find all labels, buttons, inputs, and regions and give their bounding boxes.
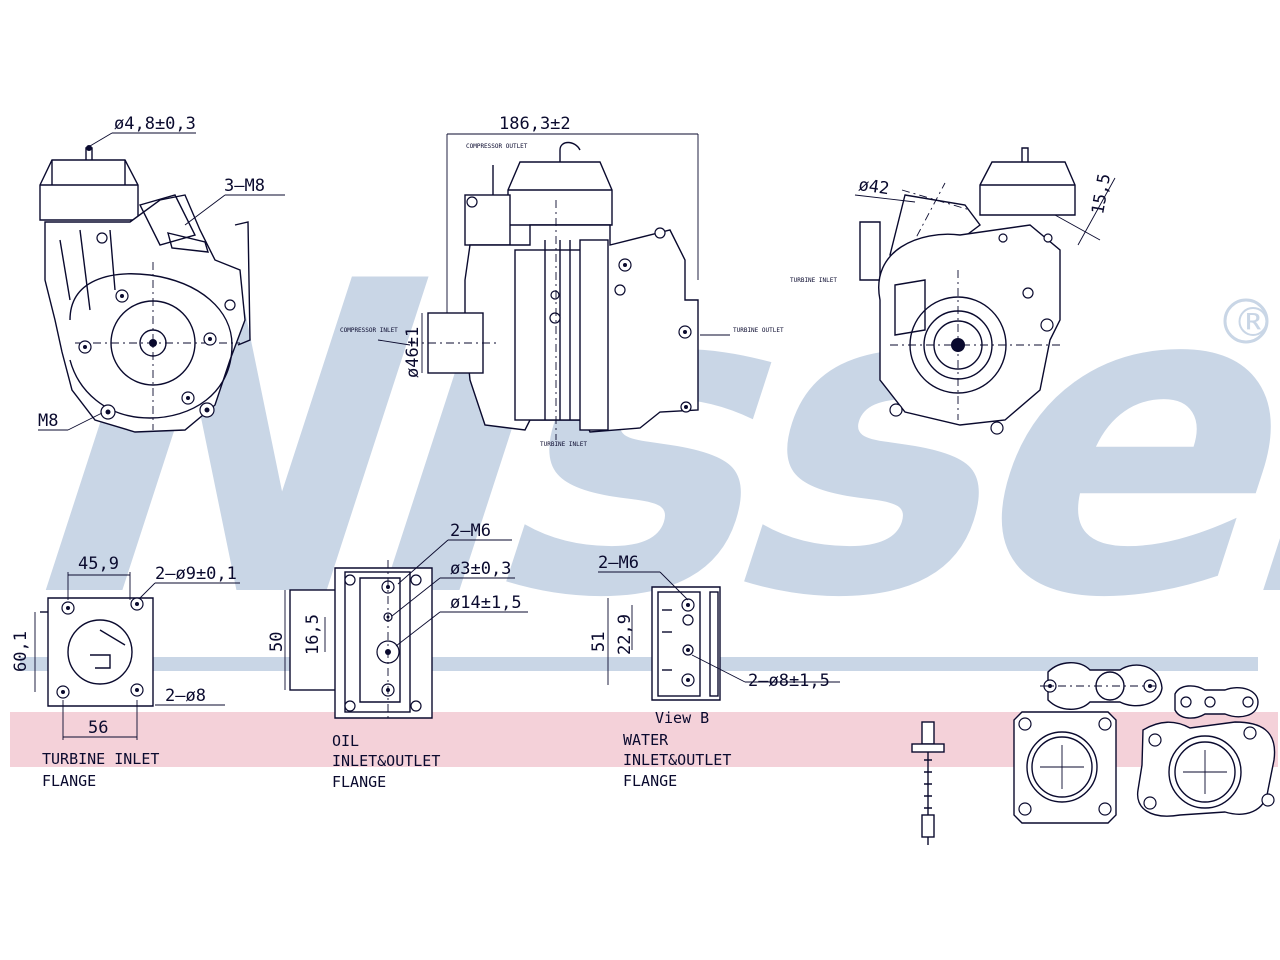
- registered-mark: ®: [1233, 300, 1273, 346]
- label-turbine-outlet: TURBINE OUTLET: [733, 327, 784, 334]
- caption-water-line2: INLET&OUTLET: [623, 751, 731, 769]
- dim-flange-holes: 2–ø9±0,1: [155, 564, 237, 584]
- dim-flange-top-width: 45,9: [78, 554, 119, 574]
- left-view: ø4,8±0,3 3–M8 M8: [38, 114, 285, 433]
- dim-water-outer-height: 51: [589, 632, 609, 652]
- label-compressor-outlet-top: COMPRESSOR OUTLET: [466, 143, 528, 150]
- dim-overall-width: 186,3±2: [499, 114, 571, 134]
- label-turbine-inlet-right: TURBINE INLET: [790, 277, 837, 284]
- dim-water-holes: 2–ø8±1,5: [748, 671, 830, 691]
- dim-oil-outer-height: 50: [267, 632, 287, 652]
- dim-oil-small-hole: ø3±0,3: [450, 559, 511, 579]
- water-view-label: View B: [655, 709, 709, 727]
- middle-view: 186,3±2 ø46±1 COMPRESSOR OUTLET COMPRESS…: [340, 114, 784, 448]
- caption-oil-line3: FLANGE: [332, 773, 386, 791]
- registered-mark-ring: [1223, 298, 1269, 344]
- caption-turbine-inlet-line2: FLANGE: [42, 772, 96, 790]
- kit-parts: [911, 662, 1276, 845]
- dim-oil-inner-height: 16,5: [303, 614, 323, 655]
- dim-inlet-dia: ø42: [857, 175, 890, 199]
- dim-water-inner-height: 22,9: [615, 614, 635, 655]
- water-flange: 2–M6 51 22,9 2–ø8±1,5 View B WATER INLET…: [589, 553, 840, 790]
- dim-vacuum-port: ø4,8±0,3: [114, 114, 196, 134]
- right-view: ø42 15,5 TURBINE INLET: [790, 147, 1116, 435]
- label-turbine-inlet-mid: TURBINE INLET: [540, 441, 587, 448]
- dim-bolt-spec: 3–M8: [224, 176, 265, 196]
- caption-oil-line2: INLET&OUTLET: [332, 752, 440, 770]
- label-compressor-inlet: COMPRESSOR INLET: [340, 327, 398, 334]
- caption-water-line1: WATER: [623, 731, 669, 749]
- dim-water-threads: 2–M6: [598, 553, 639, 573]
- stud-bolt: [911, 721, 945, 845]
- dim-oil-large-hole: ø14±1,5: [450, 593, 522, 613]
- oval-gasket-small: [1174, 685, 1259, 719]
- caption-turbine-inlet-line1: TURBINE INLET: [42, 750, 159, 768]
- dim-flange-height: 60,1: [11, 631, 31, 672]
- diamond-gasket: [1136, 721, 1276, 817]
- oil-flange: 2–M6 ø3±0,3 ø14±1,5 50 16,5 OIL INLET&OU…: [267, 521, 528, 791]
- square-gasket: [1013, 711, 1117, 824]
- turbine-inlet-flange: 45,9 2–ø9±0,1 60,1 2–ø8 56 TURBINE INLET…: [11, 554, 240, 790]
- oval-gasket-large: [1040, 662, 1163, 710]
- caption-oil-line1: OIL: [332, 732, 359, 750]
- dim-flange-studs: 2–ø8: [165, 686, 206, 706]
- caption-water-line3: FLANGE: [623, 772, 677, 790]
- dim-mount-thread: M8: [38, 411, 58, 431]
- dim-flange-bottom-width: 56: [88, 718, 108, 738]
- dim-oil-threads: 2–M6: [450, 521, 491, 541]
- dim-outlet-dia: ø46±1: [403, 327, 423, 378]
